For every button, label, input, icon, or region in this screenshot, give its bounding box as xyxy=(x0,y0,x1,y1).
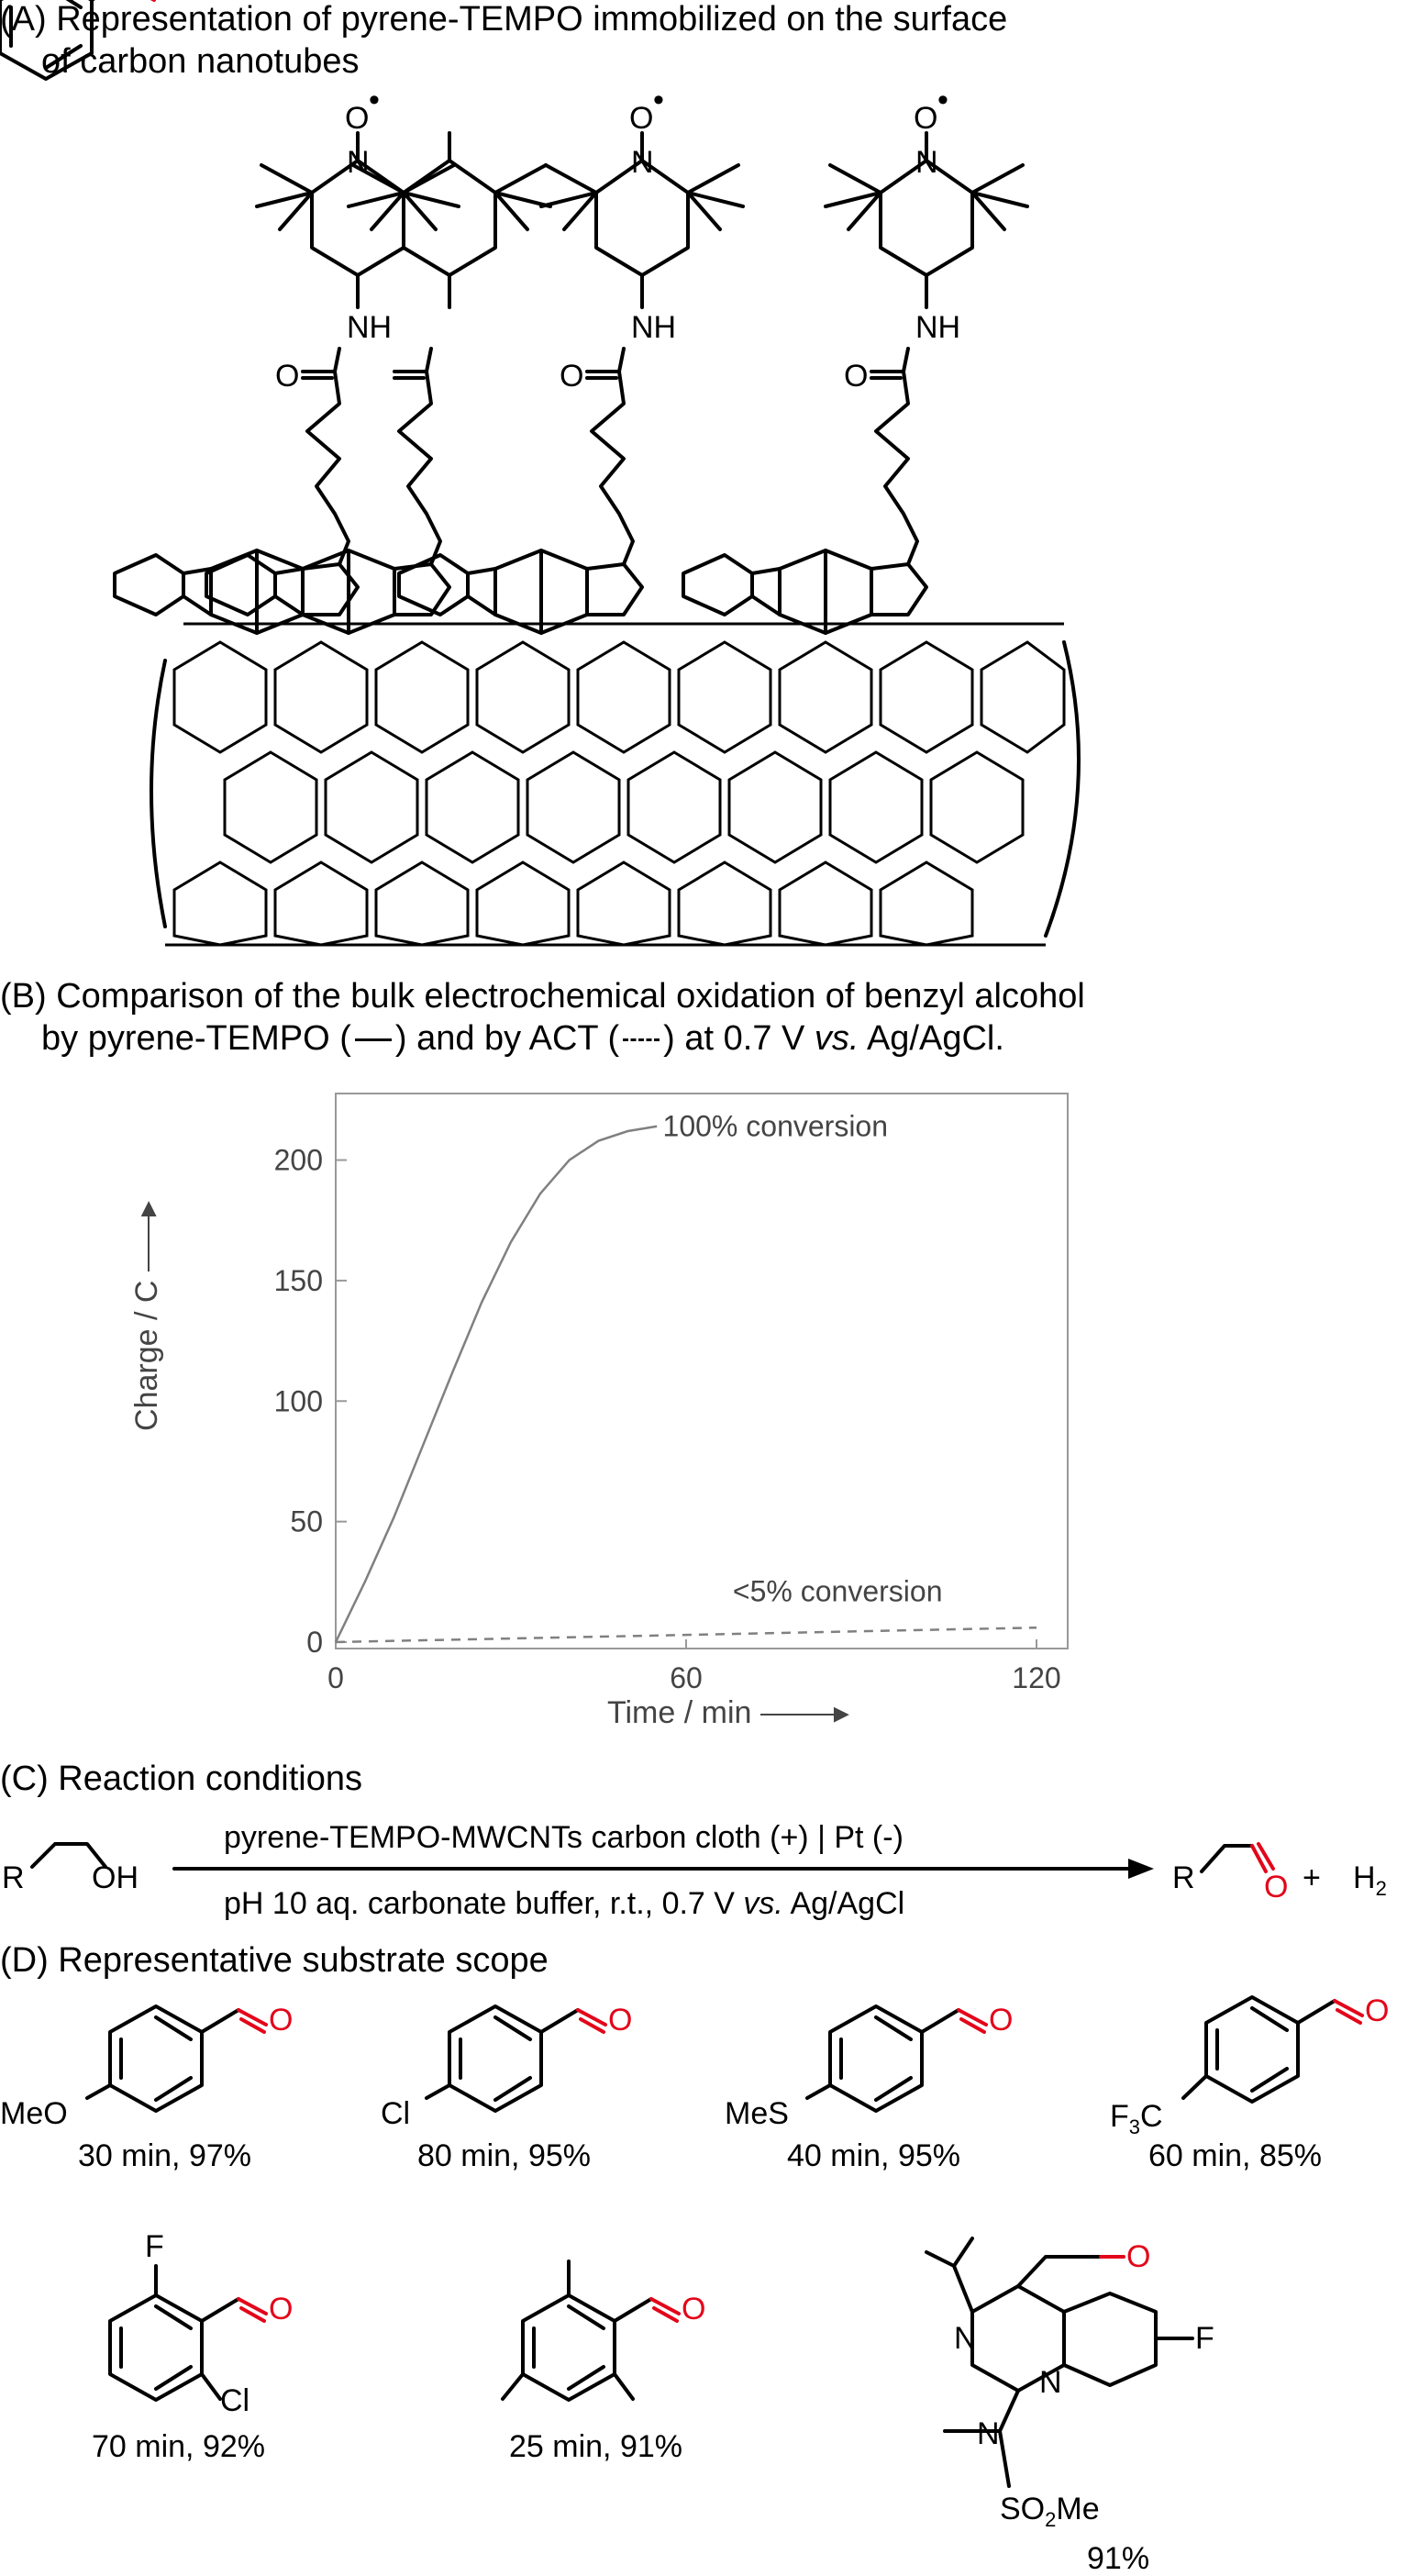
chart-annotation: <5% conversion xyxy=(733,1574,943,1607)
tempo-n-label-3: N xyxy=(915,145,938,180)
o-label-7: O xyxy=(1126,2239,1151,2274)
substituent-4: F3C xyxy=(1110,2099,1163,2138)
amide-nh-label-2: NH xyxy=(631,310,677,345)
series-line-act xyxy=(335,1626,1037,1644)
carbonyl-o-label-3: O xyxy=(844,359,869,394)
panel-b-title-line2: by pyrene-TEMPO () and by ACT () at 0.7 … xyxy=(41,1019,1004,1058)
product-o: O xyxy=(1264,1870,1289,1904)
amide-nh-label-3: NH xyxy=(915,310,961,345)
caption-2: 80 min, 95% xyxy=(417,2138,591,2173)
o-label-2: O xyxy=(608,2003,633,2037)
o-label-1: O xyxy=(269,2003,294,2037)
carbonyl-o-label-1: O xyxy=(275,359,300,394)
caption-1: 30 min, 97% xyxy=(78,2138,251,2173)
tempo-n-label-1: N xyxy=(347,145,370,180)
pyrene-tempo-nanotube-diagram xyxy=(113,131,1081,947)
carbon-nanotube xyxy=(150,622,1081,947)
dashed-line-key xyxy=(623,1038,660,1042)
panel-c-title: (C) Reaction conditions xyxy=(0,1760,362,1798)
pyrimidine-n1: N xyxy=(954,2321,977,2356)
amide-nh-label-1: NH xyxy=(347,310,393,345)
reactant-r: R xyxy=(2,1860,25,1895)
reactant-oh: OH xyxy=(92,1860,139,1895)
panel-a-title-line1: (A) Representation of pyrene-TEMPO immob… xyxy=(0,0,1008,39)
radical-dot-1: • xyxy=(369,83,380,117)
caption-7: 91% xyxy=(1087,2541,1150,2576)
panel-b-title-line1: (B) Comparison of the bulk electrochemic… xyxy=(0,977,1085,1016)
tempo-o-label-2: O xyxy=(629,101,654,136)
product-r: R xyxy=(1172,1860,1195,1895)
caption-5: 70 min, 92% xyxy=(92,2429,265,2464)
plus-sign: + xyxy=(1303,1860,1321,1895)
tempo-o-label-1: O xyxy=(345,101,370,136)
carbonyl-o-label-2: O xyxy=(560,359,584,394)
x-tick-label: 60 xyxy=(670,1661,703,1694)
tempo-n-label-2: N xyxy=(631,145,654,180)
tempo-o-label-3: O xyxy=(914,101,938,136)
below-arrow-conditions: pH 10 aq. carbonate buffer, r.t., 0.7 V … xyxy=(224,1886,905,1921)
above-arrow-conditions: pyrene-TEMPO-MWCNTs carbon cloth (+) | P… xyxy=(224,1820,904,1855)
substituent-7-f: F xyxy=(1195,2321,1214,2356)
substituent-1: MeO xyxy=(0,2096,68,2131)
chart-xlabel: Time / min ▸ xyxy=(607,1695,849,1730)
pyrimidine-structure xyxy=(925,2237,1194,2488)
radical-dot-2: • xyxy=(653,83,664,117)
y-tick-label: 200 xyxy=(274,1144,323,1177)
substituent-2: Cl xyxy=(381,2096,411,2131)
y-tick-label: 50 xyxy=(290,1505,323,1538)
substituent-3: MeS xyxy=(725,2096,789,2131)
caption-4: 60 min, 85% xyxy=(1148,2138,1322,2173)
o-label-6: O xyxy=(682,2292,706,2326)
radical-dot-3: • xyxy=(937,83,948,117)
o-label-3: O xyxy=(989,2003,1014,2037)
caption-6: 25 min, 91% xyxy=(509,2429,682,2464)
y-tick-label: 100 xyxy=(274,1384,323,1417)
hydrogen: H2 xyxy=(1353,1860,1387,1900)
chart-annotation: 100% conversion xyxy=(663,1109,888,1142)
y-tick-label: 0 xyxy=(306,1626,323,1659)
pyrimidine-n2: N xyxy=(1039,2365,1062,2400)
substituent-5-f: F xyxy=(145,2229,164,2264)
substituent-5-cl: Cl xyxy=(220,2383,250,2418)
so2me: SO2Me xyxy=(1000,2492,1100,2531)
x-tick-label: 0 xyxy=(327,1661,344,1694)
panel-d-title: (D) Representative substrate scope xyxy=(0,1941,549,1980)
o-label-5: O xyxy=(269,2292,294,2326)
chart-ylabel: Charge / C ▸ xyxy=(129,1201,164,1431)
series-line-pyrene-tempo xyxy=(334,1125,658,1643)
x-tick-label: 120 xyxy=(1012,1661,1060,1694)
o-label-4: O xyxy=(1365,1993,1390,2028)
y-tick-label: 150 xyxy=(274,1264,323,1297)
chart-frame xyxy=(335,1093,1069,1649)
panel-a-title-line2: of carbon nanotubes xyxy=(41,42,360,81)
caption-3: 40 min, 95% xyxy=(787,2138,960,2173)
amine-n: N xyxy=(977,2416,1000,2451)
solid-line-key xyxy=(354,1038,392,1042)
